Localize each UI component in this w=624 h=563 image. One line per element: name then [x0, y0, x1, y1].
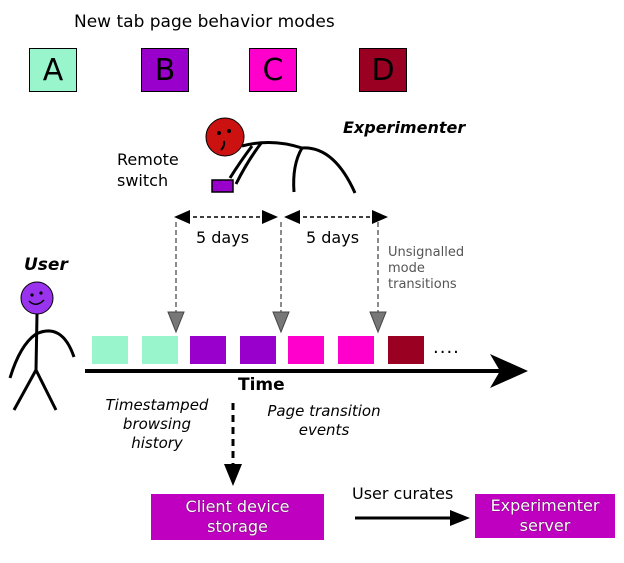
- unsignalled-transitions-label: Unsignalled mode transitions: [388, 245, 465, 292]
- timeline-boxes: [92, 336, 424, 364]
- curates-arrow: [355, 510, 470, 526]
- mode-d-label: D: [371, 52, 395, 88]
- interval-label-second: 5 days: [306, 228, 360, 247]
- client-storage-line2: storage: [207, 517, 268, 536]
- timestamped-history-label: Timestamped browsing history: [105, 396, 209, 452]
- remote-switch-icon: [211, 179, 234, 193]
- interval-label-first: 5 days: [196, 228, 250, 247]
- timeline-ellipsis: ....: [433, 337, 460, 358]
- user-curates-label: User curates: [352, 484, 454, 503]
- experimenter-server-box: Experimenter server: [475, 494, 615, 538]
- mode-b-label: B: [154, 52, 176, 88]
- mode-d-box: D: [359, 48, 407, 92]
- experimenter-server-line2: server: [519, 516, 571, 535]
- user-head-icon: [20, 281, 54, 315]
- user-label: User: [24, 255, 68, 275]
- mode-b-box: B: [141, 48, 189, 92]
- mode-a-label: A: [42, 52, 64, 88]
- experimenter-label: Experimenter: [343, 118, 466, 137]
- timeline-box-d1: [388, 336, 424, 364]
- experimenter-figure: [205, 117, 357, 194]
- timeline-box-b2: [240, 336, 276, 364]
- mode-a-box: A: [29, 48, 77, 92]
- experimenter-head-icon: [205, 117, 245, 157]
- timeline-box-a1: [92, 336, 128, 364]
- timeline-box-a2: [142, 336, 178, 364]
- time-axis-label: Time: [238, 375, 285, 395]
- page-transition-label: Page transition events: [267, 402, 381, 439]
- timeline-box-c2: [338, 336, 374, 364]
- interval-arrows: [174, 210, 388, 224]
- client-storage-box: Client device storage: [151, 494, 324, 540]
- mode-c-box: C: [249, 48, 297, 92]
- timeline-box-b1: [190, 336, 226, 364]
- mode-c-label: C: [262, 52, 284, 88]
- client-storage-line1: Client device: [185, 497, 290, 516]
- history-to-storage-arrow: [224, 403, 242, 486]
- diagram-title: New tab page behavior modes: [74, 12, 335, 32]
- remote-switch-label: Remote switch: [117, 150, 179, 190]
- experimenter-server-line1: Experimenter: [490, 496, 600, 515]
- transition-arrows: [167, 222, 387, 334]
- timeline-box-c1: [288, 336, 324, 364]
- user-figure: [8, 281, 76, 411]
- time-axis: [85, 354, 528, 388]
